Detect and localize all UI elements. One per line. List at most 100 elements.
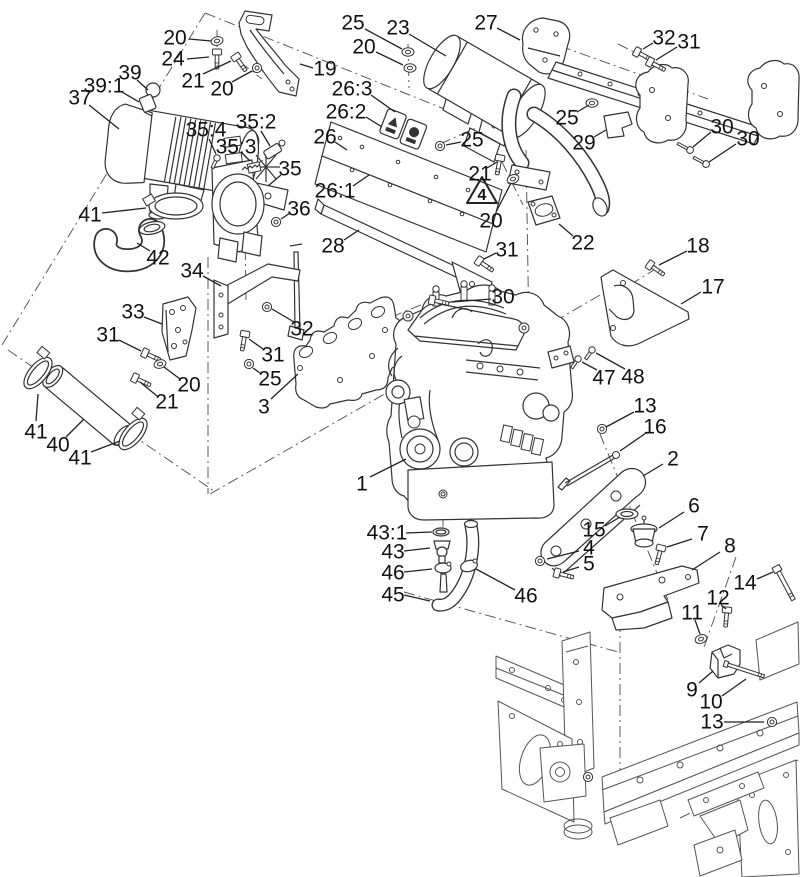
callout-20: 20 (177, 374, 200, 397)
leader-line-13 (605, 411, 635, 428)
callout-10: 10 (699, 691, 722, 714)
leader-line-26 (334, 141, 348, 151)
part-isolator-6 (630, 515, 658, 548)
nut-32b (261, 301, 273, 313)
part-bracket-19 (238, 10, 300, 97)
leader-line-35 (267, 174, 282, 187)
leader-line-14 (756, 571, 774, 580)
leader-line-16 (619, 432, 647, 452)
callout-5: 5 (583, 553, 595, 576)
leader-line-26:3 (370, 94, 396, 113)
leader-line-27 (496, 27, 521, 41)
leader-line-11 (694, 619, 701, 635)
callout-22: 22 (571, 232, 594, 255)
part-bracket-33 (161, 296, 197, 361)
leader-line-37 (88, 104, 120, 130)
washer-11 (693, 632, 709, 646)
leader-line-33 (143, 316, 163, 325)
bolt-12 (720, 606, 733, 628)
part-clamp-46b (460, 559, 478, 573)
part-bracket-29 (547, 59, 800, 145)
callout-21: 21 (155, 391, 178, 414)
decal-26-3 (399, 118, 428, 150)
callout-9: 9 (686, 679, 698, 702)
callout-41: 41 (24, 421, 47, 444)
leader-line-34 (202, 275, 222, 287)
leader-line-20 (163, 366, 181, 380)
nut-4 (534, 555, 546, 567)
part-plate-8 (601, 565, 700, 631)
leader-line-35:2 (260, 130, 271, 147)
callout-31: 31 (495, 239, 518, 262)
callout-13: 13 (633, 395, 656, 418)
leader-line-32 (642, 42, 654, 50)
leader-line-25 (445, 141, 462, 146)
callout-25: 25 (555, 107, 578, 130)
part-bolt-10 (722, 659, 766, 679)
washer-20c (403, 63, 417, 73)
leader-line-29 (593, 129, 607, 138)
leader-line-8 (691, 551, 721, 571)
leader-line-47 (581, 361, 598, 371)
callout-19: 19 (313, 58, 336, 81)
callout-11: 11 (681, 602, 703, 625)
callout-31: 31 (96, 324, 119, 347)
callout-32: 32 (290, 318, 313, 341)
warning-triangle-callout: 4 (466, 176, 498, 204)
part-manifold-3 (293, 296, 402, 409)
part-bracket-34 (213, 243, 305, 341)
leader-line-25 (364, 28, 403, 50)
machine-frame (495, 621, 800, 877)
callout-21: 21 (468, 163, 491, 186)
leader-line-42 (136, 242, 151, 252)
callout-26:1: 26:1 (315, 180, 356, 203)
part-bracket-27 (521, 17, 571, 75)
callout-29: 29 (572, 132, 595, 155)
callout-42: 42 (146, 247, 169, 270)
callout-43:1: 43:1 (367, 522, 408, 545)
leader-line-15 (604, 516, 621, 527)
leader-line-20 (495, 182, 512, 213)
screw-48 (582, 345, 597, 362)
leader-line-39 (136, 79, 149, 91)
leader-line-35:3 (241, 152, 251, 162)
leader-line-30 (692, 131, 712, 148)
callout-47: 47 (592, 367, 615, 390)
callout-7: 7 (697, 523, 709, 546)
leader-line-35:4 (208, 138, 217, 155)
leader-line-41 (101, 207, 147, 214)
callout-14: 14 (733, 572, 757, 595)
callout-31: 31 (261, 344, 284, 367)
leader-line-31 (118, 339, 142, 352)
callout-37: 37 (68, 87, 91, 110)
callout-12: 12 (706, 587, 729, 610)
nut-36 (270, 216, 282, 228)
callout-13: 13 (700, 711, 723, 734)
leader-line-36 (280, 212, 291, 220)
callout-41: 41 (68, 447, 91, 470)
callout-26:2: 26:2 (326, 101, 367, 124)
callout-25: 25 (460, 129, 483, 152)
callout-39: 39 (118, 62, 141, 85)
leader-line-19 (299, 63, 314, 69)
nut-frame (582, 771, 594, 783)
callout-23: 23 (386, 17, 409, 40)
callout-35:4: 35:4 (186, 119, 227, 142)
callout-28: 28 (321, 235, 344, 258)
leader-line-30 (708, 143, 737, 163)
callout-33: 33 (121, 301, 144, 324)
part-muffler-23 (423, 34, 611, 217)
part-bolt-14 (771, 563, 796, 602)
leader-line-32 (271, 308, 295, 323)
leader-line-22 (558, 223, 574, 237)
callout-30: 30 (710, 116, 733, 139)
callout-31: 31 (677, 31, 700, 54)
leader-line-40 (65, 418, 85, 438)
leader-line-21 (486, 161, 498, 169)
callout-35: 35 (278, 158, 301, 181)
leader-line-41 (90, 440, 121, 453)
callout-30: 30 (736, 128, 759, 151)
nut-20b (251, 62, 263, 74)
callout-21: 21 (181, 70, 204, 93)
